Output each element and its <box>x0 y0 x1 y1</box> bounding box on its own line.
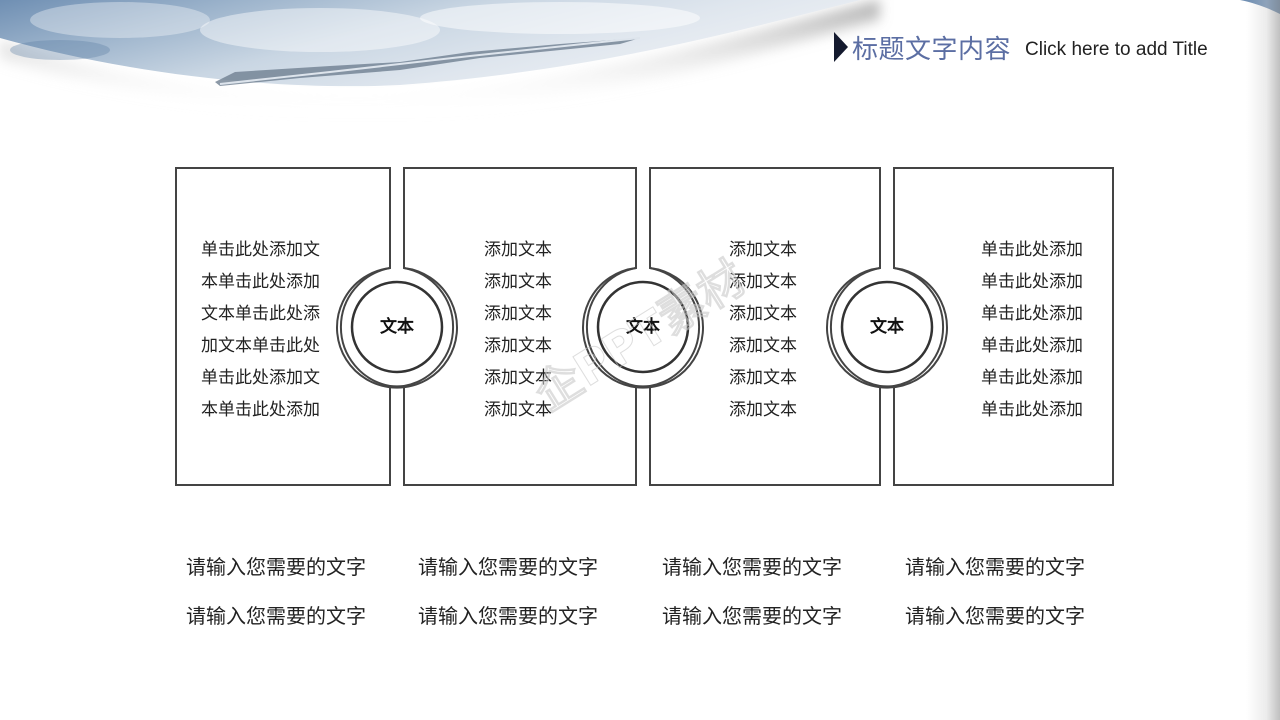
title-english[interactable]: Click here to add Title <box>1025 39 1208 60</box>
text-line: 文本单击此处添 <box>201 304 320 324</box>
header-sky-image <box>0 0 1280 116</box>
text-line: 本单击此处添加 <box>201 400 320 420</box>
column-4-text[interactable]: 单击此处添加 单击此处添加 单击此处添加 单击此处添加 单击此处添加 单击此处添… <box>981 234 1083 426</box>
text-line: 单击此处添加 <box>981 272 1083 292</box>
text-line: 添加文本 <box>484 304 552 324</box>
text-line: 添加文本 <box>484 400 552 420</box>
caption-4-line-2[interactable]: 请输入您需要的文字 <box>905 604 1085 628</box>
text-line: 单击此处添加 <box>981 400 1083 420</box>
text-line: 添加文本 <box>729 400 797 420</box>
connector-circle-1 <box>350 280 444 374</box>
caption-2-line-2[interactable]: 请输入您需要的文字 <box>418 604 598 628</box>
text-line: 单击此处添加文 <box>201 368 320 388</box>
text-line: 添加文本 <box>729 368 797 388</box>
text-line: 添加文本 <box>484 336 552 356</box>
connector-circle-2 <box>596 280 690 374</box>
slide-title: 标题文字内容 Click here to add Title <box>834 30 1208 65</box>
text-line: 单击此处添加 <box>981 336 1083 356</box>
connector-label-1[interactable]: 文本 <box>380 317 414 337</box>
box-4 <box>893 167 1114 486</box>
text-line: 添加文本 <box>484 240 552 260</box>
text-line: 单击此处添加 <box>981 368 1083 388</box>
caption-1-line-2[interactable]: 请输入您需要的文字 <box>186 604 366 628</box>
connector-circle-3 <box>840 280 934 374</box>
text-line: 添加文本 <box>729 304 797 324</box>
text-line: 添加文本 <box>729 272 797 292</box>
title-chinese[interactable]: 标题文字内容 <box>852 34 1012 65</box>
box-2 <box>403 167 637 486</box>
connector-ring-1 <box>336 267 458 389</box>
caption-1-line-1[interactable]: 请输入您需要的文字 <box>186 555 366 579</box>
text-line: 添加文本 <box>729 240 797 260</box>
play-arrow-icon <box>834 32 848 62</box>
connector-label-3[interactable]: 文本 <box>870 317 904 337</box>
caption-3-line-1[interactable]: 请输入您需要的文字 <box>662 555 842 579</box>
box-3 <box>649 167 881 486</box>
text-line: 单击此处添加 <box>981 240 1083 260</box>
caption-2-line-1[interactable]: 请输入您需要的文字 <box>418 555 598 579</box>
text-line: 添加文本 <box>729 336 797 356</box>
text-line: 加文本单击此处 <box>201 336 320 356</box>
caption-4-line-1[interactable]: 请输入您需要的文字 <box>905 555 1085 579</box>
text-line: 单击此处添加文 <box>201 240 320 260</box>
caption-3-line-2[interactable]: 请输入您需要的文字 <box>662 604 842 628</box>
column-1-text[interactable]: 单击此处添加文 本单击此处添加 文本单击此处添 加文本单击此处 单击此处添加文 … <box>201 234 320 426</box>
text-line: 本单击此处添加 <box>201 272 320 292</box>
text-line: 单击此处添加 <box>981 304 1083 324</box>
box-1 <box>175 167 391 486</box>
right-edge-shadow <box>1246 0 1280 720</box>
text-line: 添加文本 <box>484 272 552 292</box>
connector-label-2[interactable]: 文本 <box>626 317 660 337</box>
text-line: 添加文本 <box>484 368 552 388</box>
column-3-text[interactable]: 添加文本 添加文本 添加文本 添加文本 添加文本 添加文本 <box>729 234 797 426</box>
column-2-text[interactable]: 添加文本 添加文本 添加文本 添加文本 添加文本 添加文本 <box>484 234 552 426</box>
